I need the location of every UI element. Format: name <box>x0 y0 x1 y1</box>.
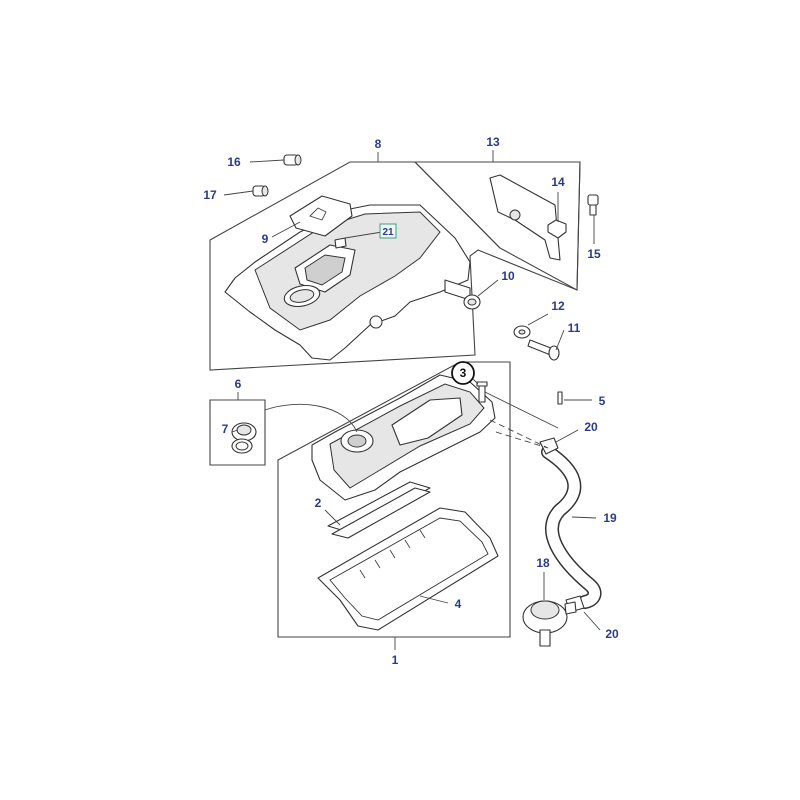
seal-part-7 <box>231 438 253 454</box>
bolt-part-11 <box>527 339 560 361</box>
hose-part-19 <box>541 445 602 609</box>
label-part-7: 7 <box>222 422 229 436</box>
label-part-17: 17 <box>203 188 217 202</box>
gasket-part-4 <box>317 507 499 631</box>
grommet-part-10 <box>463 294 481 310</box>
bolt-part-15 <box>587 194 599 216</box>
label-part-10: 10 <box>501 269 515 283</box>
spacer-part-2 <box>327 481 431 539</box>
filler-cap-part-6 <box>231 422 257 442</box>
label-part-18: 18 <box>536 556 550 570</box>
label-part-14: 14 <box>551 175 565 189</box>
label-part-3: 3 <box>460 366 467 380</box>
engine-cover-part-8 <box>224 204 471 361</box>
highlight-circle-part-3 <box>451 361 475 385</box>
label-part-21: 21 <box>382 227 394 238</box>
label-part-6: 6 <box>235 377 242 391</box>
label-part-20-upper: 20 <box>584 420 598 434</box>
label-part-4: 4 <box>455 597 462 611</box>
washer-part-12 <box>513 325 531 339</box>
label-part-13: 13 <box>486 135 500 149</box>
camshaft-cover-part-1 <box>311 374 496 501</box>
plug-part-16 <box>283 154 302 166</box>
label-part-5: 5 <box>599 394 606 408</box>
bracket-part-13 <box>489 174 567 261</box>
plug-part-17 <box>252 185 269 197</box>
access-panel-part-9 <box>289 195 353 249</box>
label-part-19: 19 <box>603 511 617 525</box>
callout-labels: 16 17 8 9 21 13 14 15 10 12 11 6 7 3 5 2… <box>203 135 619 667</box>
frame-part-13 <box>413 161 581 291</box>
label-part-1: 1 <box>392 653 399 667</box>
label-part-9: 9 <box>262 232 269 246</box>
highlight-box-part-21 <box>379 223 397 239</box>
clip-part-20-upper <box>539 437 559 455</box>
breather-stud-part-3 <box>476 381 488 403</box>
label-part-2: 2 <box>315 496 322 510</box>
label-part-15: 15 <box>587 247 601 261</box>
separator-part-18 <box>522 600 577 647</box>
label-part-16: 16 <box>227 155 241 169</box>
label-part-12: 12 <box>551 299 565 313</box>
label-part-11: 11 <box>568 321 581 335</box>
pin-part-5 <box>557 391 563 405</box>
label-part-8: 8 <box>375 137 382 151</box>
label-part-20-lower: 20 <box>605 627 619 641</box>
frame-filler-cap <box>209 399 266 466</box>
leader-lines <box>223 150 601 650</box>
